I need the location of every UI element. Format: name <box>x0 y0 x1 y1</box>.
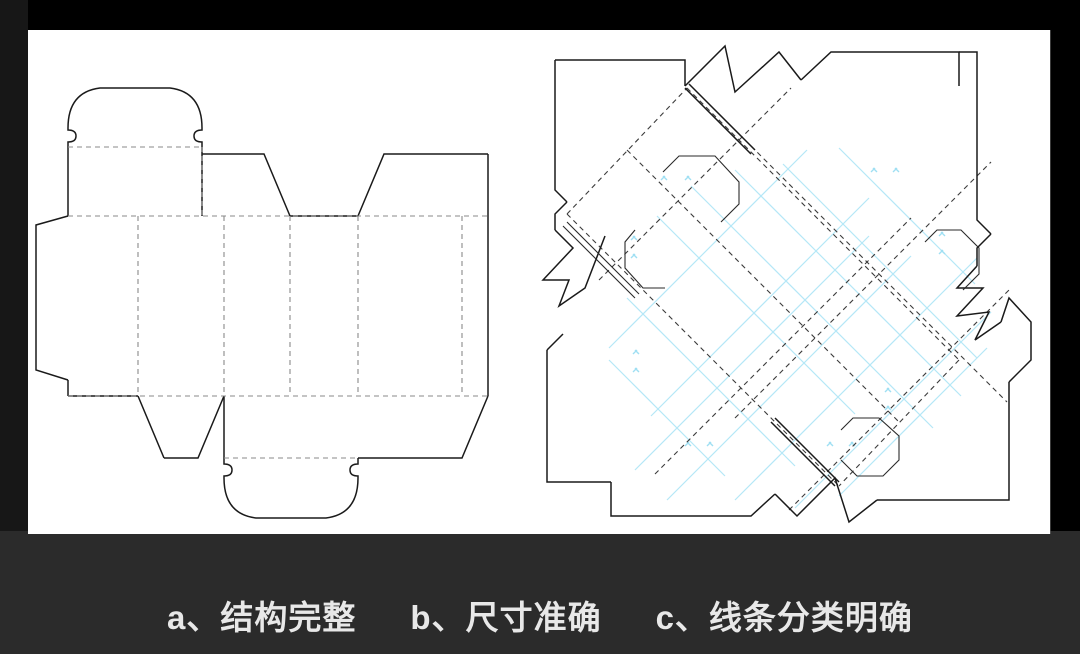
inner-cutouts <box>624 155 980 477</box>
caption-item-c: c、线条分类明确 <box>655 599 913 636</box>
caption-item-a: a、结构完整 <box>167 599 357 636</box>
tuck-end-carton-svg <box>35 87 489 519</box>
carton-cut-outline <box>35 87 489 519</box>
crash-lock-cut-outline <box>541 44 1032 524</box>
caption-row: a、结构完整 b、尺寸准确 c、线条分类明确 <box>0 585 1080 645</box>
guide-grid <box>608 147 992 509</box>
figure-crash-lock-bottom <box>539 30 1050 534</box>
white-content-panel <box>28 30 1050 534</box>
crash-lock-crease-lines <box>566 87 1010 511</box>
figure-tuck-end-carton <box>28 30 539 534</box>
carton-crease-lines <box>68 146 488 459</box>
caption-band <box>0 531 1080 654</box>
crash-lock-bottom-svg <box>541 44 1032 524</box>
crash-lock-slits <box>562 221 640 299</box>
guide-tick-marks <box>630 167 946 447</box>
left-dark-margin <box>0 0 28 531</box>
caption-item-b: b、尺寸准确 <box>410 599 602 636</box>
